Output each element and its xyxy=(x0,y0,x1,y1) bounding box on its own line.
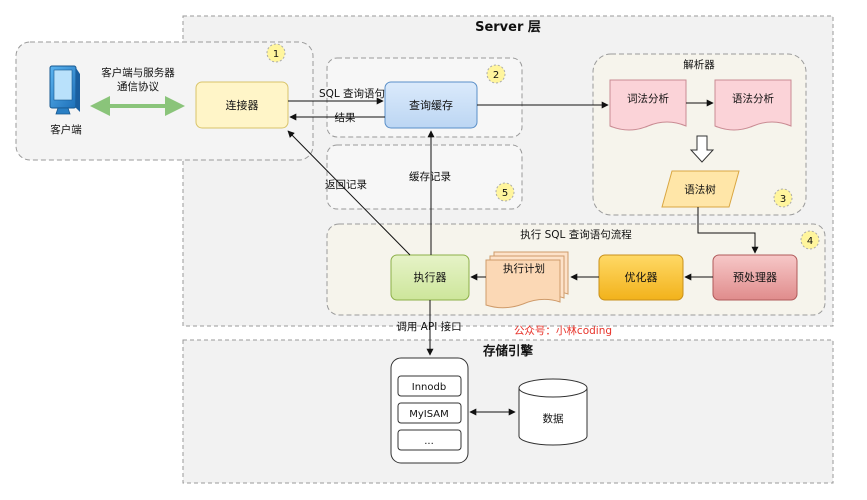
svg-text:2: 2 xyxy=(493,70,499,81)
syntax-analysis-label: 语法分析 xyxy=(732,92,774,105)
badge-4: 4 xyxy=(800,230,820,250)
database-icon xyxy=(518,378,588,446)
connector-node xyxy=(195,81,289,129)
computer-icon xyxy=(49,65,80,115)
lexical-analysis-node xyxy=(609,79,687,131)
badge-3: 3 xyxy=(773,188,793,208)
engine-more xyxy=(397,429,462,451)
svg-text:5: 5 xyxy=(502,188,508,199)
badge-1: 1 xyxy=(266,43,286,63)
execution-plan-node xyxy=(485,251,569,309)
watermark: 公众号：小林coding xyxy=(514,324,612,337)
data-store-label: 数据 xyxy=(543,412,564,425)
engine-myisam xyxy=(397,402,462,424)
client-label: 客户端 xyxy=(50,123,82,136)
svg-text:3: 3 xyxy=(780,194,786,205)
svg-text:1: 1 xyxy=(273,49,279,60)
exec-flow-title: 执行 SQL 查询语句流程 xyxy=(520,228,632,241)
edge-api-label: 调用 API 接口 xyxy=(396,320,461,333)
badge-5: 5 xyxy=(495,182,515,202)
connector-label: 连接器 xyxy=(226,99,259,112)
optimizer-label: 优化器 xyxy=(625,270,658,284)
storage-layer-title: 存储引擎 xyxy=(482,343,534,358)
syntax-tree-node xyxy=(661,170,740,208)
edge-cache-record-label: 缓存记录 xyxy=(409,170,451,183)
engine-innodb xyxy=(397,375,462,397)
down-arrow-icon xyxy=(689,135,715,163)
badge-2: 2 xyxy=(486,64,506,84)
server-layer-title: Server 层 xyxy=(475,20,541,35)
svg-text:4: 4 xyxy=(807,236,813,247)
protocol-label-line2: 通信协议 xyxy=(117,80,159,93)
preprocessor-label: 预处理器 xyxy=(733,271,777,284)
syntax-analysis-node xyxy=(714,79,792,131)
edge-sql-query-label: SQL 查询语句 xyxy=(319,87,385,100)
lexical-analysis-label: 词法分析 xyxy=(627,92,669,105)
edge-tree-to-preprocessor xyxy=(697,207,759,254)
edge-result-label: 结果 xyxy=(335,111,356,124)
parser-title: 解析器 xyxy=(683,58,715,71)
execution-plan-label: 执行计划 xyxy=(503,262,545,275)
executor-label: 执行器 xyxy=(414,270,447,284)
region-cache-record xyxy=(326,144,523,210)
engine-innodb-label: Innodb xyxy=(412,382,446,393)
engine-myisam-label: MyISAM xyxy=(409,409,449,420)
edge-return-record-label: 返回记录 xyxy=(325,179,367,191)
protocol-label-line1: 客户端与服务器 xyxy=(101,66,175,79)
edge-return-record xyxy=(287,130,411,256)
query-cache-label: 查询缓存 xyxy=(409,98,453,112)
engine-more-label: ... xyxy=(424,436,434,447)
syntax-tree-label: 语法树 xyxy=(684,183,716,196)
